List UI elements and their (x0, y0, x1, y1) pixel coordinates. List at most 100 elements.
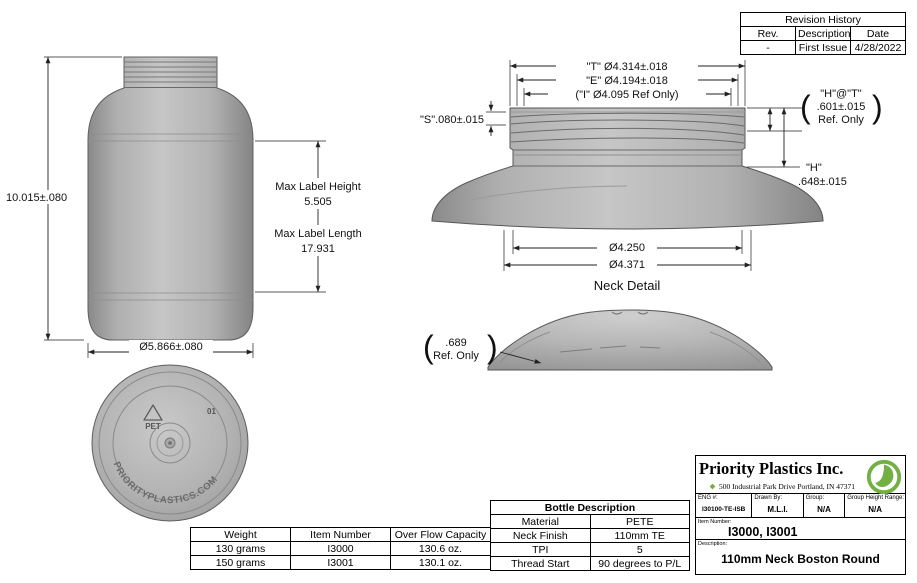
neck-thread-lines (469, 111, 745, 201)
bottle-description-table: Bottle Description Material PETE Neck Fi… (490, 500, 690, 571)
company-address: 500 Industrial Park Drive Portland, IN 4… (719, 481, 856, 491)
item-cell: I3001 (290, 555, 391, 570)
max-label-height-value: 5.505 (304, 196, 332, 208)
h-at-t-line2: .601±.015 (817, 101, 866, 113)
h-at-t-line3: Ref. Only (818, 114, 864, 126)
bottle-description-title: Bottle Description (490, 500, 690, 515)
dim-overall-height: 10.015±.080 (3, 56, 122, 341)
dim-neck-outer-text: Ø4.371 (609, 259, 645, 271)
group-height-range-value: N/A (868, 504, 883, 514)
item-cell: I3000 (290, 541, 391, 556)
tpi-label: TPI (490, 542, 591, 557)
item-number-value: I3000, I3001 (728, 525, 798, 539)
thread-start-label: Thread Start (490, 556, 591, 571)
neck-detail-view (431, 107, 824, 230)
max-label-length-value: 17.931 (301, 243, 335, 255)
dim-e: "E" Ø4.194±.018 (516, 73, 739, 106)
revision-history-title: Revision History (740, 12, 906, 27)
recycle-triangle-icon (143, 404, 163, 421)
weight-cell: 130 grams (190, 541, 291, 556)
dim-neck-inner: Ø4.250 (512, 230, 743, 254)
drawn-by-field: Drawn By: M.L.I. (752, 494, 804, 517)
dim-h-line2: .648±.015 (798, 176, 847, 188)
dim-e-text: "E" Ø4.194±.018 (586, 75, 668, 87)
h-at-t-paren-open: ( (800, 89, 811, 125)
dim-h: "H" .648±.015 (747, 108, 847, 188)
cap-dim-line2: Ref. Only (433, 350, 479, 362)
overall-height-text: 10.015±.080 (6, 192, 67, 204)
dim-i: ("I" Ø4.095 Ref Only) (523, 87, 732, 106)
label-panel-lines (88, 133, 253, 301)
tpi-value: 5 (589, 542, 690, 557)
weight-header: Weight (190, 527, 291, 542)
table-row: 150 grams I3001 130.1 oz. (190, 555, 491, 570)
weight-table: Weight Item Number Over Flow Capacity 13… (190, 527, 491, 570)
revision-col-rev: Rev. (740, 26, 796, 41)
title-block: Priority Plastics Inc. 500 Industrial Pa… (695, 455, 906, 575)
table-row: Thread Start 90 degrees to P/L (490, 556, 690, 571)
description-value: 110mm Neck Boston Round (721, 552, 880, 566)
dim-h-at-t: ( "H"@"T" .601±.015 Ref. Only ) (747, 88, 883, 132)
group-value: N/A (817, 504, 831, 514)
dim-max-label: Max Label Height 5.505 Max Label Length … (255, 140, 376, 293)
revision-col-date: Date (850, 26, 906, 41)
company-name: Priority Plastics Inc. (699, 459, 844, 478)
neck-detail-title: Neck Detail (594, 278, 661, 293)
weight-cell: 150 grams (190, 555, 291, 570)
resin-material-text: PET (145, 422, 161, 431)
dim-base-diameter: Ø5.866±.080 (87, 340, 254, 358)
max-label-length-label: Max Label Length (274, 228, 361, 240)
drawn-by-label: Drawn By: (754, 495, 783, 501)
group-field: Group: N/A (804, 494, 846, 517)
table-row: Neck Finish 110mm TE (490, 528, 690, 543)
resin-code-text: 01 (207, 407, 216, 416)
capacity-cell: 130.6 oz. (390, 541, 491, 556)
item-number-row: Item Number: I3000, I3001 (696, 517, 905, 539)
title-block-fields: ENG #: I30100-TE-ISB Drawn By: M.L.I. Gr… (696, 493, 905, 517)
eng-number-field: ENG #: I30100-TE-ISB (696, 494, 753, 517)
table-row: Material PETE (490, 514, 690, 529)
revision-col-description: Description (795, 26, 851, 41)
cap-dome-shading (499, 311, 761, 363)
description-label: Description: (698, 541, 728, 547)
cap-dome-outline (487, 309, 773, 371)
revision-row: - First Issue 4/28/2022 (740, 40, 906, 55)
revision-date-cell: 4/28/2022 (850, 40, 906, 55)
h-at-t-line1: "H"@"T" (820, 88, 862, 100)
dim-h-line1: "H" (806, 162, 822, 174)
dim-neck-outer: Ø4.371 (503, 230, 752, 271)
capacity-cell: 130.1 oz. (390, 555, 491, 570)
group-height-range-field: Group Height Range: N/A (845, 494, 905, 517)
max-label-height-label: Max Label Height (275, 181, 361, 193)
group-label: Group: (805, 495, 825, 501)
base-diameter-text: Ø5.866±.080 (139, 341, 203, 353)
cap-paren-close: ) (487, 329, 498, 365)
cap-detail-view: ( .689 Ref. Only ) (423, 309, 773, 371)
item-number-header: Item Number (290, 527, 391, 542)
dim-s: "S".080±.015 (420, 101, 506, 136)
dim-i-text: ("I" Ø4.095 Ref Only) (575, 89, 678, 101)
bottle-bottom-view: PET 01 PRIORITYPLASTICS.COM (91, 364, 249, 522)
table-row: TPI 5 (490, 542, 690, 557)
material-label: Material (490, 514, 591, 529)
cap-dim-line1: .689 (445, 337, 466, 349)
bottle-side-view (87, 56, 254, 341)
thread-start-value: 90 degrees to P/L (589, 556, 690, 571)
dim-neck-inner-text: Ø4.250 (609, 242, 645, 254)
revision-rev-cell: - (740, 40, 796, 55)
table-row: 130 grams I3000 130.6 oz. (190, 541, 491, 556)
neck-finish-label: Neck Finish (490, 528, 591, 543)
dim-t: "T" Ø4.314±.018 (509, 59, 746, 106)
description-row: Description: 110mm Neck Boston Round (696, 539, 905, 572)
address-marker-icon (709, 483, 716, 489)
cap-paren-open: ( (423, 329, 434, 365)
group-height-range-label: Group Height Range: (847, 495, 904, 501)
material-value: PETE (589, 514, 690, 529)
dim-t-text: "T" Ø4.314±.018 (586, 61, 667, 73)
bottle-neck-threads (124, 61, 217, 88)
revision-history-table: Revision History Rev. Description Date -… (740, 12, 906, 55)
eng-number-label: ENG #: (698, 495, 718, 501)
company-logo-icon (865, 458, 903, 496)
eng-number-value: I30100-TE-ISB (702, 505, 746, 513)
